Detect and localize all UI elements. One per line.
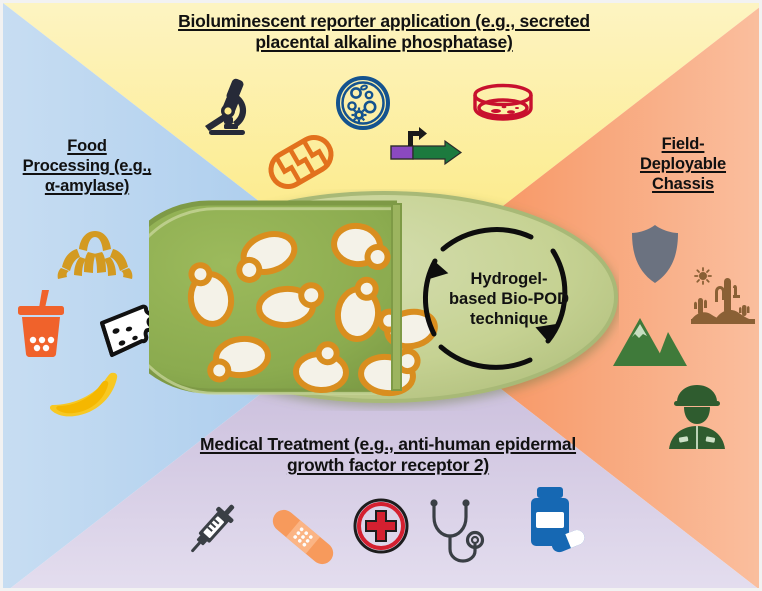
banana-icon (45, 369, 123, 421)
bandage-icon (265, 508, 341, 566)
medicine-bottle-icon (523, 485, 587, 557)
mitochondrion-icon (265, 131, 337, 193)
heading-medical-treatment: Medical Treatment (e.g., anti-human epid… (153, 434, 623, 477)
transcription-start-arrow (408, 127, 427, 146)
heading-top-line1: Bioluminescent reporter application (e.g… (178, 11, 590, 31)
heading-bioluminescent-reporter: Bioluminescent reporter application (e.g… (134, 11, 634, 54)
heading-bottom-line1: Medical Treatment (e.g., anti-human epid… (199, 434, 577, 454)
stethoscope-icon (426, 499, 488, 565)
heading-food-processing: Food Processing (e.g., α-amylase) (11, 136, 163, 196)
cheese-wedge-icon (98, 303, 156, 365)
heading-left-line1: Food (67, 137, 107, 155)
gene-arrow (412, 139, 463, 166)
heading-right-line3: Chassis (652, 175, 714, 194)
heading-bottom-line2: growth factor receptor 2) (286, 455, 490, 476)
heading-left-line2: Processing (e.g., (22, 157, 152, 176)
syringe-icon (179, 498, 251, 564)
bubble-tea-icon (15, 288, 67, 358)
promoter-box (390, 145, 414, 160)
wedge-top (3, 3, 759, 298)
wedge-bottom (10, 298, 758, 588)
heading-right-line2: Deployable (639, 155, 727, 174)
gene-construct-icon (389, 125, 465, 166)
croissant-icon (55, 227, 135, 281)
half-divider-top (391, 203, 402, 391)
petri-dish-icon (469, 82, 537, 128)
shield-icon (629, 223, 681, 285)
mountains-icon (611, 316, 689, 370)
red-cross-icon (352, 497, 410, 555)
heading-left-line3: α-amylase) (44, 177, 130, 196)
heading-right-line1: Field- (661, 135, 705, 153)
cell-diagram-icon (335, 75, 391, 131)
desert-cactus-icon (691, 267, 755, 326)
soldier-icon (666, 383, 728, 451)
heading-field-deployable-chassis: Field- Deployable Chassis (607, 134, 759, 194)
central-hydrogel-oval: Hydrogel- based Bio-POD technique (149, 189, 619, 411)
microscope-icon (199, 77, 259, 139)
heading-top-line2: placental alkaline phosphatase) (255, 32, 513, 53)
cycle-arrow-heads (426, 261, 558, 342)
